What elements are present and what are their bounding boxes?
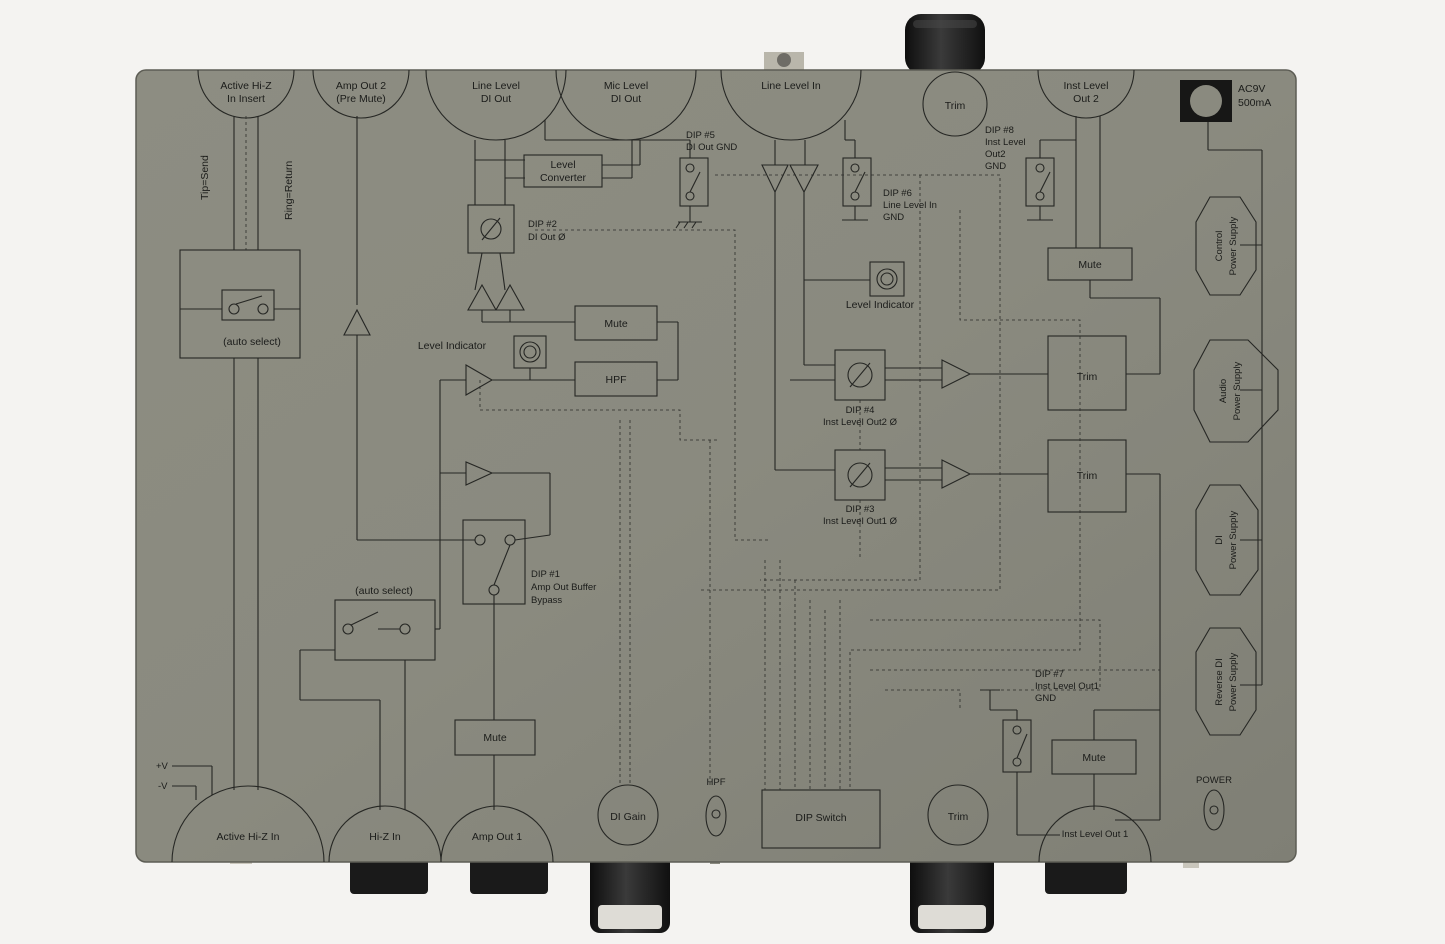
label-dip5: DIP #5 bbox=[686, 130, 715, 141]
label-500ma: 500mA bbox=[1238, 97, 1271, 109]
label-tip-send: Tip=Send bbox=[199, 155, 211, 200]
label-level-converter-2: Converter bbox=[540, 172, 587, 184]
label-mute-center: Mute bbox=[604, 318, 628, 330]
top-jack-screw bbox=[764, 52, 804, 74]
label-dip8-gnd: GND bbox=[985, 161, 1006, 172]
label-dip6: DIP #6 bbox=[883, 188, 912, 199]
label-control-ps-2: Power Supply bbox=[1228, 216, 1239, 275]
trim-bottom-knob[interactable] bbox=[910, 845, 994, 933]
label-dip8: DIP #8 bbox=[985, 125, 1014, 136]
label-trim-out1: Trim bbox=[1077, 470, 1098, 482]
circuit-diagram bbox=[171, 70, 1279, 862]
label-dip3-desc: Inst Level Out1 Ø bbox=[823, 516, 898, 527]
label-mute-top-right: Mute bbox=[1078, 259, 1102, 271]
label-dip8-desc: Inst Level bbox=[985, 137, 1026, 148]
label-hiz-in: Hi-Z In bbox=[369, 831, 401, 843]
label-auto-select-lower: (auto select) bbox=[355, 585, 413, 597]
label-pre-mute: (Pre Mute) bbox=[336, 93, 386, 105]
label-level-indicator-right: Level Indicator bbox=[846, 299, 915, 311]
label-mute-bottom-right: Mute bbox=[1082, 752, 1106, 764]
label-di-ps-2: Power Supply bbox=[1228, 510, 1239, 569]
label-reverse-di-ps-2: Power Supply bbox=[1228, 652, 1239, 711]
label-audio-ps: Audio bbox=[1218, 379, 1229, 403]
label-dip7-desc: Inst Level Out1 bbox=[1035, 681, 1099, 692]
label-active-hiz-insert: Active Hi-Z bbox=[220, 80, 272, 92]
panel-labels: Active Hi-Z In Insert Amp Out 2 (Pre Mut… bbox=[156, 80, 1271, 843]
pedal-panel bbox=[136, 70, 1296, 862]
label-hpf-center: HPF bbox=[606, 374, 627, 386]
label-line-level-di-out: Line Level bbox=[472, 80, 520, 92]
label-hpf-switch: HPF bbox=[707, 777, 726, 788]
label-dip3: DIP #3 bbox=[846, 504, 875, 515]
label-dip7-gnd: GND bbox=[1035, 693, 1056, 704]
label-line-level-in: Line Level In bbox=[761, 80, 821, 92]
label-dip-switch: DIP Switch bbox=[795, 812, 846, 824]
label-control-ps: Control bbox=[1214, 231, 1225, 262]
top-trim-knob[interactable] bbox=[905, 14, 985, 74]
label-mic-level-di-out-2: DI Out bbox=[611, 93, 641, 105]
label-reverse-di-ps: Reverse DI bbox=[1214, 658, 1225, 706]
label-dip1: DIP #1 bbox=[531, 569, 560, 580]
label-line-level-di-out-2: DI Out bbox=[481, 93, 511, 105]
label-ring-return: Ring=Return bbox=[283, 161, 295, 220]
label-mic-level-di-out: Mic Level bbox=[604, 80, 648, 92]
label-mute-bottom-left: Mute bbox=[483, 732, 507, 744]
label-di-gain: DI Gain bbox=[610, 811, 646, 823]
label-inst-level-out-2-b: Out 2 bbox=[1073, 93, 1099, 105]
label-inst-level-out-2: Inst Level bbox=[1064, 80, 1109, 92]
label-dip2: DIP #2 bbox=[528, 219, 557, 230]
label-level-converter: Level bbox=[550, 159, 575, 171]
label-level-indicator-left: Level Indicator bbox=[418, 340, 487, 352]
label-dip6-desc: Line Level In bbox=[883, 200, 937, 211]
label-trim-out2: Trim bbox=[1077, 371, 1098, 383]
label-ac9v: AC9V bbox=[1238, 83, 1265, 95]
label-dip1-desc: Amp Out Buffer bbox=[531, 582, 596, 593]
label-amp-out-2: Amp Out 2 bbox=[336, 80, 386, 92]
label-trim-top: Trim bbox=[945, 100, 966, 112]
label-power: POWER bbox=[1196, 775, 1232, 786]
label-dip8-out2: Out2 bbox=[985, 149, 1006, 160]
label-dip4: DIP #4 bbox=[846, 405, 875, 416]
label-amp-out-1: Amp Out 1 bbox=[472, 831, 522, 843]
label-plus-v: +V bbox=[156, 761, 169, 772]
label-trim-bottom: Trim bbox=[948, 811, 969, 823]
label-auto-select-upper: (auto select) bbox=[223, 336, 281, 348]
label-di-ps: DI bbox=[1214, 535, 1225, 545]
label-active-hiz-insert-2: In Insert bbox=[227, 93, 265, 105]
di-gain-knob[interactable] bbox=[590, 845, 670, 933]
label-dip7: DIP #7 bbox=[1035, 669, 1064, 680]
label-dip1-bypass: Bypass bbox=[531, 595, 562, 606]
label-dip4-desc: Inst Level Out2 Ø bbox=[823, 417, 898, 428]
label-active-hiz-in: Active Hi-Z In bbox=[216, 831, 279, 843]
label-dip2-desc: DI Out Ø bbox=[528, 232, 566, 243]
label-dip5-desc: DI Out GND bbox=[686, 142, 737, 153]
label-audio-ps-2: Power Supply bbox=[1232, 361, 1243, 420]
label-dip6-gnd: GND bbox=[883, 212, 904, 223]
label-inst-level-out-1: Inst Level Out 1 bbox=[1062, 829, 1129, 840]
label-minus-v: -V bbox=[158, 781, 168, 792]
